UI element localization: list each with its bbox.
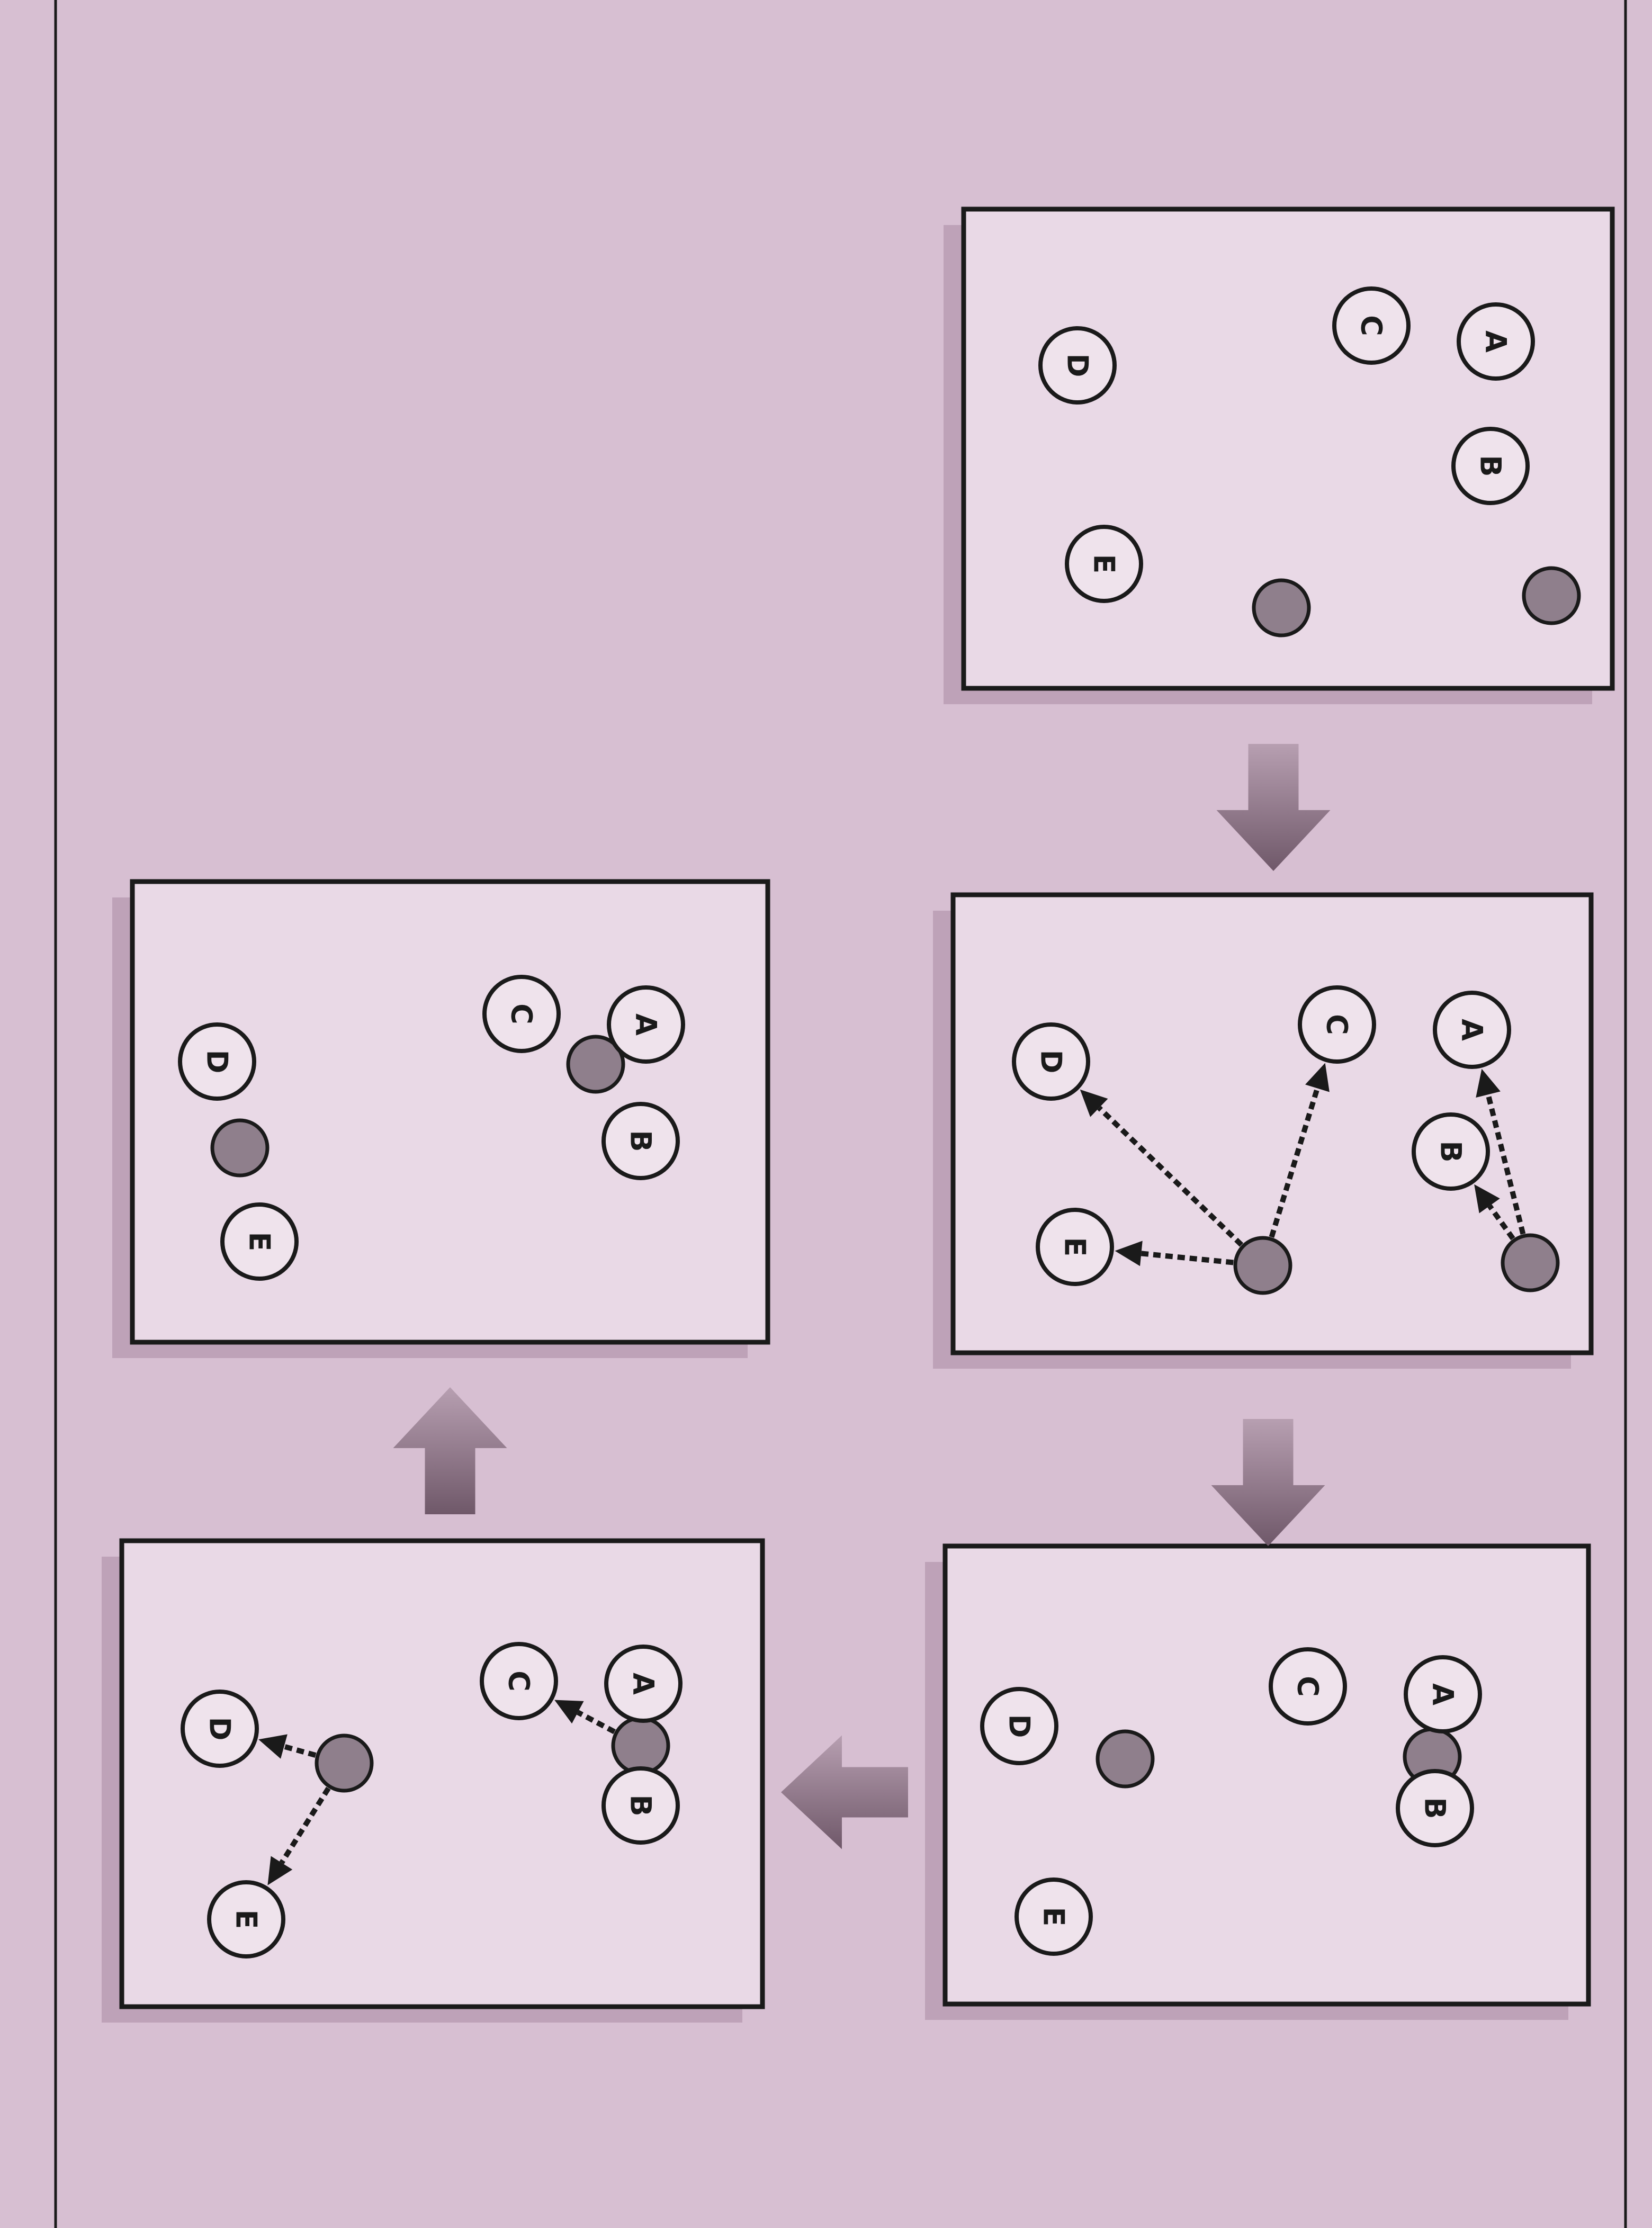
node-b: B [601,1766,680,1845]
svg-text:B: B [1418,1797,1452,1819]
node-a: A [1404,1655,1482,1733]
svg-text:C: C [505,1003,538,1025]
centroid-2 [1252,578,1311,637]
svg-text:E: E [243,1232,276,1252]
centroid-1 [1522,566,1581,625]
node-a: A [1457,302,1535,381]
svg-text:A: A [1479,330,1513,353]
assignment-arrow-a [1476,1068,1526,1235]
centroid-1 [1501,1233,1560,1292]
svg-text:D: D [1061,354,1094,378]
svg-text:C: C [1291,1676,1325,1697]
node-e: E [207,1880,285,1959]
node-d: D [980,1687,1058,1765]
assignment-arrow-e [267,1786,331,1885]
centroid-1 [566,1035,625,1094]
centroid-2 [1096,1729,1155,1789]
svg-text:B: B [624,1794,658,1816]
flow-arrow-down-icon [1211,1419,1325,1546]
svg-text:D: D [1003,1714,1036,1738]
flow-arrow-down-icon [1216,744,1331,871]
arrow-head-icon [1474,1184,1500,1214]
node-c: C [1269,1647,1347,1726]
centroid-2 [315,1733,374,1793]
node-a: A [607,985,685,1064]
svg-text:C: C [1355,315,1388,336]
node-d: D [181,1690,259,1768]
svg-text:E: E [1037,1907,1071,1927]
node-a: A [604,1645,683,1723]
node-e: E [1014,1877,1093,1956]
centroid-2 [210,1118,270,1178]
node-b: B [1412,1112,1490,1191]
svg-text:C: C [1321,1014,1354,1035]
assignment-arrow-d [1080,1089,1244,1247]
node-b: B [601,1102,680,1180]
svg-text:A: A [1426,1683,1460,1705]
assignment-arrow-b [1474,1184,1515,1241]
node-e: E [1065,525,1143,603]
svg-text:D: D [203,1717,237,1741]
node-c: C [482,975,561,1053]
svg-text:E: E [230,1910,263,1929]
node-c: C [480,1642,558,1720]
svg-text:D: D [1035,1050,1068,1074]
svg-text:B: B [1434,1140,1468,1162]
centroid-2 [1233,1236,1292,1295]
arrow-head-icon [258,1734,288,1759]
arrow-head-icon [1476,1068,1501,1098]
assignment-arrow-e [1115,1241,1234,1266]
node-d: D [1038,326,1117,405]
flow-arrow-up-icon [393,1387,507,1514]
svg-text:C: C [502,1670,536,1692]
svg-text:A: A [630,1013,663,1036]
node-a: A [1433,991,1511,1069]
svg-text:D: D [201,1050,234,1074]
svg-text:A: A [1456,1019,1489,1041]
node-e: E [220,1202,299,1281]
arrow-head-icon [1305,1063,1330,1092]
arrow-head-icon [1115,1241,1143,1266]
node-c: C [1332,286,1411,365]
arrow-head-icon [554,1700,584,1724]
step-panel-5 [130,879,770,1345]
assignment-arrow-c [554,1700,616,1735]
assignment-arrow-c [1269,1063,1330,1238]
node-d: D [178,1022,256,1101]
svg-text:B: B [624,1130,658,1152]
node-b: B [1396,1769,1474,1847]
svg-text:A: A [627,1673,660,1695]
node-c: C [1298,985,1376,1064]
arrow-head-icon [1080,1089,1108,1117]
svg-text:E: E [1088,554,1121,574]
node-d: D [1012,1022,1090,1101]
centroid-1 [611,1716,670,1775]
node-b: B [1451,427,1530,505]
svg-text:E: E [1058,1237,1092,1257]
assignment-arrow-d [258,1734,317,1759]
arrow-head-icon [267,1856,293,1885]
flow-arrow-left-icon [781,1735,908,1849]
svg-text:B: B [1474,455,1507,477]
node-e: E [1036,1208,1114,1286]
